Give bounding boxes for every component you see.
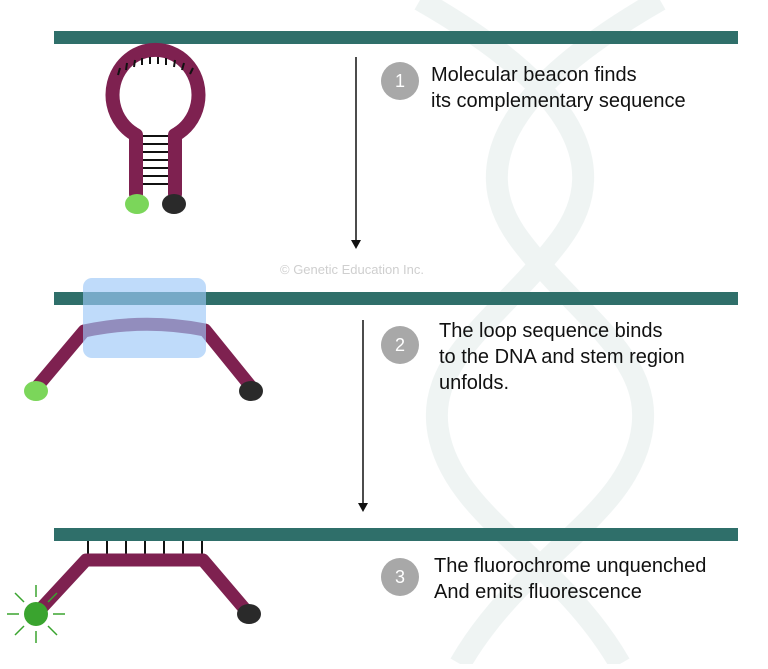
beacon-hairpin-loop <box>105 42 206 201</box>
arrow-2-head <box>358 503 368 512</box>
stem-base-pairs <box>143 135 168 185</box>
step-3-caption: The fluorochrome unquenched And emits fl… <box>434 553 706 605</box>
dna-strand-1 <box>54 31 738 44</box>
progress-arrows <box>351 57 368 512</box>
beacon-emitting <box>7 541 261 643</box>
step-2-line-2: to the DNA and stem region <box>439 346 685 368</box>
step-2-number: 2 <box>381 326 419 364</box>
step-2-line-1: The loop sequence binds <box>439 320 663 342</box>
quencher-2 <box>239 381 263 401</box>
step-1-number: 1 <box>381 62 419 100</box>
fluorophore-1 <box>125 194 149 214</box>
arrow-1-head <box>351 240 361 249</box>
fluorophore-emitting <box>24 602 48 626</box>
step-3-line-1: The fluorochrome unquenched <box>434 555 707 577</box>
watermark: © Genetic Education Inc. <box>280 262 424 277</box>
binding-highlight <box>83 278 206 358</box>
fluorophore-2 <box>24 381 48 401</box>
background-helix <box>414 0 666 669</box>
beacon-hybrid-strand <box>29 553 256 621</box>
dna-strand-3 <box>54 528 738 541</box>
step-2-line-3: unfolds. <box>439 372 510 394</box>
step-2-caption: The loop sequence binds to the DNA and s… <box>439 318 685 396</box>
step-1-line-1: Molecular beacon finds <box>431 64 637 86</box>
emission-rays <box>7 585 65 643</box>
dna-strand-2 <box>54 292 738 305</box>
step-1-line-2: its complementary sequence <box>431 90 686 112</box>
loop-probe-ticks <box>117 57 194 76</box>
step-1-caption: Molecular beacon finds its complementary… <box>431 62 686 114</box>
beacon-hairpin <box>105 42 206 214</box>
step-3-number: 3 <box>381 558 419 596</box>
quencher-1 <box>162 194 186 214</box>
quencher-3 <box>237 604 261 624</box>
step-3-line-2: And emits fluorescence <box>434 581 642 603</box>
beacon-bound <box>24 278 263 401</box>
